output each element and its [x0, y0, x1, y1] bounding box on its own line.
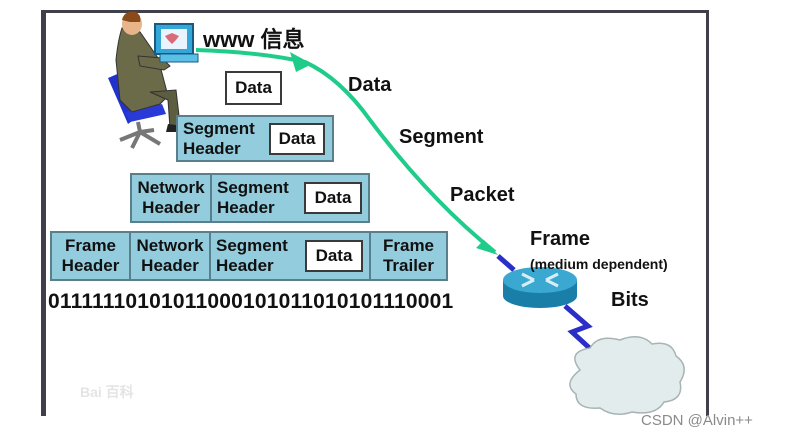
person-hair	[122, 11, 141, 22]
image-frame-right	[706, 10, 709, 416]
network-header-line2: Header	[141, 256, 199, 275]
segment-header-line2: Header	[183, 138, 241, 158]
www-info-label: www 信息	[203, 27, 305, 52]
image-frame-top	[41, 10, 709, 13]
frame-trailer-line1: Frame	[382, 236, 435, 255]
segment-block: Segment Header Data	[176, 115, 334, 162]
frame-trailer-line2: Trailer	[382, 256, 435, 275]
segment-header-line1: Segment	[183, 118, 255, 138]
network-header-cell: Network Header	[132, 175, 212, 221]
network-header-line1: Network	[137, 178, 205, 197]
packet-data-cell: Data	[304, 182, 362, 214]
csdn-credit: CSDN @Alvin++	[641, 412, 753, 429]
network-header-line1: Network	[136, 236, 204, 255]
data-block: Data	[225, 71, 282, 105]
person-body	[115, 27, 169, 113]
frame-header-cell: Frame Header	[52, 233, 131, 279]
watermark: Bai 百科	[80, 384, 134, 400]
screen-graphic	[165, 33, 179, 44]
router-arrows	[521, 272, 559, 288]
keyboard	[159, 53, 199, 63]
arrow-line	[195, 48, 497, 254]
router-icon	[503, 267, 577, 308]
layer-label-data: Data	[348, 74, 392, 96]
segment-header-line2: Header	[216, 256, 274, 275]
bitstream: 01111110101011000101011010101110001	[48, 290, 454, 313]
frame-header-line2: Header	[61, 256, 120, 275]
arrowhead-router	[476, 240, 498, 255]
packet-block: Network Header Segment Header Data	[130, 173, 370, 223]
arrowhead-top	[290, 52, 312, 72]
chair-seat	[125, 104, 166, 122]
layer-label-frame-note: (medium dependent)	[530, 256, 668, 272]
frame-block: Frame Header Network Header Segment Head…	[50, 231, 448, 281]
segment-header-cell: Segment Header	[212, 175, 302, 221]
lightning-link-icon	[563, 304, 598, 356]
router-top	[503, 267, 577, 293]
encapsulation-arrow	[195, 48, 498, 255]
segment-header-line2: Header	[217, 198, 275, 217]
layer-label-bits: Bits	[611, 289, 649, 311]
frame-header-line1: Frame	[64, 236, 117, 255]
segment-data-cell: Data	[269, 123, 325, 155]
network-header-cell: Network Header	[131, 233, 211, 279]
cloud-icon	[569, 336, 685, 415]
link-line	[496, 254, 516, 272]
image-frame-left	[41, 10, 46, 416]
segment-header-line1: Segment	[217, 178, 289, 197]
chair-base	[119, 121, 162, 149]
person-at-computer-icon	[108, 11, 199, 149]
frame-trailer-cell: Frame Trailer	[371, 233, 446, 279]
network-header-line2: Header	[142, 198, 200, 217]
frame-data-cell: Data	[305, 240, 363, 272]
segment-header-line1: Segment	[216, 236, 288, 255]
layer-label-frame: Frame	[530, 228, 591, 250]
layer-label-packet: Packet	[450, 184, 515, 206]
segment-header-cell: Segment Header	[178, 117, 268, 160]
layer-label-segment: Segment	[399, 126, 484, 148]
segment-header-cell: Segment Header	[211, 233, 371, 279]
